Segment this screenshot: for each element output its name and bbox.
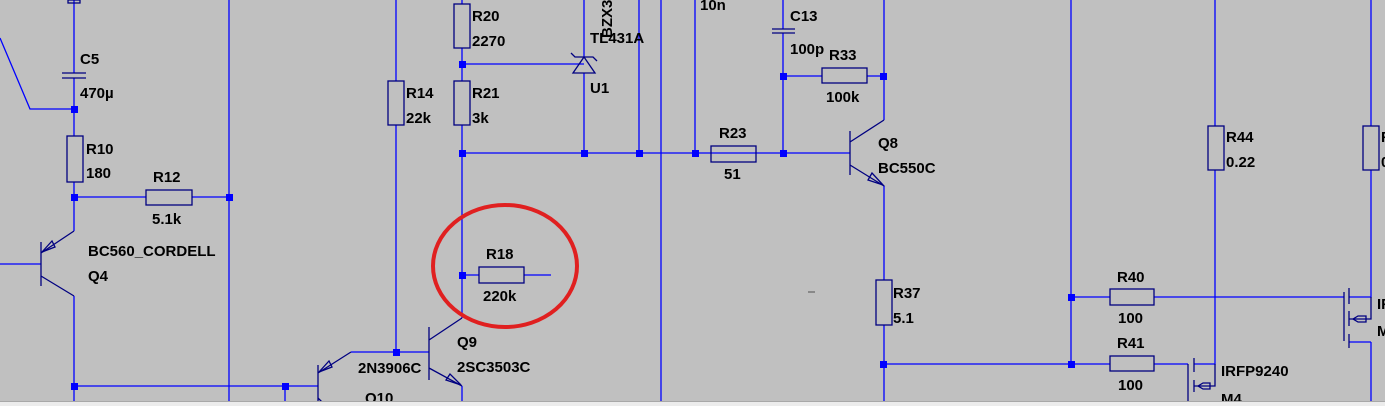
r10-ref: R10 [86, 141, 114, 158]
r23-ref: R23 [719, 125, 747, 142]
r44-ref: R44 [1226, 129, 1254, 146]
r18-value: 220k [483, 288, 517, 305]
mosfet-right[interactable]: IF M [1343, 288, 1385, 348]
m-right-ref: M [1377, 323, 1385, 340]
resistor-r41[interactable]: R41 100 [1109, 335, 1155, 394]
c5-ref: C5 [80, 51, 99, 68]
q10-value: 2N3906C [358, 360, 422, 377]
q9-ref: Q9 [457, 334, 477, 351]
q9-value: 2SC3503C [457, 359, 531, 376]
shunt-regulator-u1[interactable]: BZX3 TL431A U1 [570, 0, 644, 97]
r40-ref: R40 [1117, 269, 1145, 286]
u1-rotated-label: BZX3 [599, 0, 616, 38]
transistor-q9[interactable]: Q9 2SC3503C [428, 317, 531, 387]
mosfet-m4[interactable]: IRFP9240 M4 [1187, 358, 1289, 405]
r-right-value: 0 [1381, 154, 1385, 171]
transistor-q8[interactable]: Q8 BC550C [849, 119, 936, 187]
q8-value: BC550C [878, 160, 936, 177]
horizontal-scrollbar[interactable] [0, 401, 1385, 406]
resistor-r44[interactable]: R44 0.22 [1207, 125, 1255, 171]
r41-value: 100 [1118, 377, 1143, 394]
q4-ref: Q4 [88, 268, 109, 285]
r23-value: 51 [724, 166, 741, 183]
resistor-r21[interactable]: R21 3k [453, 80, 500, 127]
r18-ref: R18 [486, 246, 514, 263]
resistor-r40[interactable]: R40 100 [1109, 269, 1155, 327]
resistor-r37[interactable]: R37 5.1 [875, 279, 921, 327]
r44-value: 0.22 [1226, 154, 1255, 171]
transistor-q4[interactable]: BC560_CORDELL Q4 [40, 230, 216, 297]
r21-ref: R21 [472, 85, 500, 102]
resistor-r23[interactable]: R23 51 [710, 125, 757, 183]
capacitor-10n-value: 10n [700, 0, 726, 14]
r20-ref: R20 [472, 8, 500, 25]
r37-value: 5.1 [893, 310, 914, 327]
resistor-r20[interactable]: R20 2270 [453, 3, 505, 50]
resistor-right[interactable]: R 0 [1362, 125, 1385, 171]
r14-value: 22k [406, 110, 432, 127]
r33-ref: R33 [829, 47, 857, 64]
highlight-circle [431, 203, 579, 329]
r14-ref: R14 [406, 85, 434, 102]
capacitor-c13[interactable]: C13 100p [772, 8, 824, 58]
resistor-r14[interactable]: R14 22k [387, 80, 434, 127]
capacitor-c5[interactable]: C5 470µ [62, 0, 114, 102]
q8-ref: Q8 [878, 135, 898, 152]
r40-value: 100 [1118, 310, 1143, 327]
r41-ref: R41 [1117, 335, 1145, 352]
r20-value: 2270 [472, 33, 505, 50]
m-right-value: IF [1377, 296, 1385, 313]
c13-value: 100p [790, 41, 824, 58]
resistor-r12[interactable]: R12 5.1k [145, 169, 193, 228]
transistor-q10[interactable]: 2N3906C Q10 [317, 351, 422, 405]
u1-value: TL431A [590, 30, 644, 47]
u1-ref: U1 [590, 80, 609, 97]
q4-value: BC560_CORDELL [88, 243, 216, 260]
resistor-r18[interactable]: R18 220k [478, 246, 525, 305]
r37-ref: R37 [893, 285, 921, 302]
junctions [71, 61, 1075, 390]
resistor-r10[interactable]: R10 180 [66, 135, 114, 183]
c5-value: 470µ [80, 85, 114, 102]
r12-value: 5.1k [152, 211, 182, 228]
m4-value: IRFP9240 [1221, 363, 1289, 380]
r-right-ref: R [1381, 129, 1385, 146]
r33-value: 100k [826, 89, 860, 106]
r10-value: 180 [86, 165, 111, 182]
resistor-r33[interactable]: R33 100k [821, 47, 868, 106]
r12-ref: R12 [153, 169, 181, 186]
c13-ref: C13 [790, 8, 818, 25]
r21-value: 3k [472, 110, 489, 127]
